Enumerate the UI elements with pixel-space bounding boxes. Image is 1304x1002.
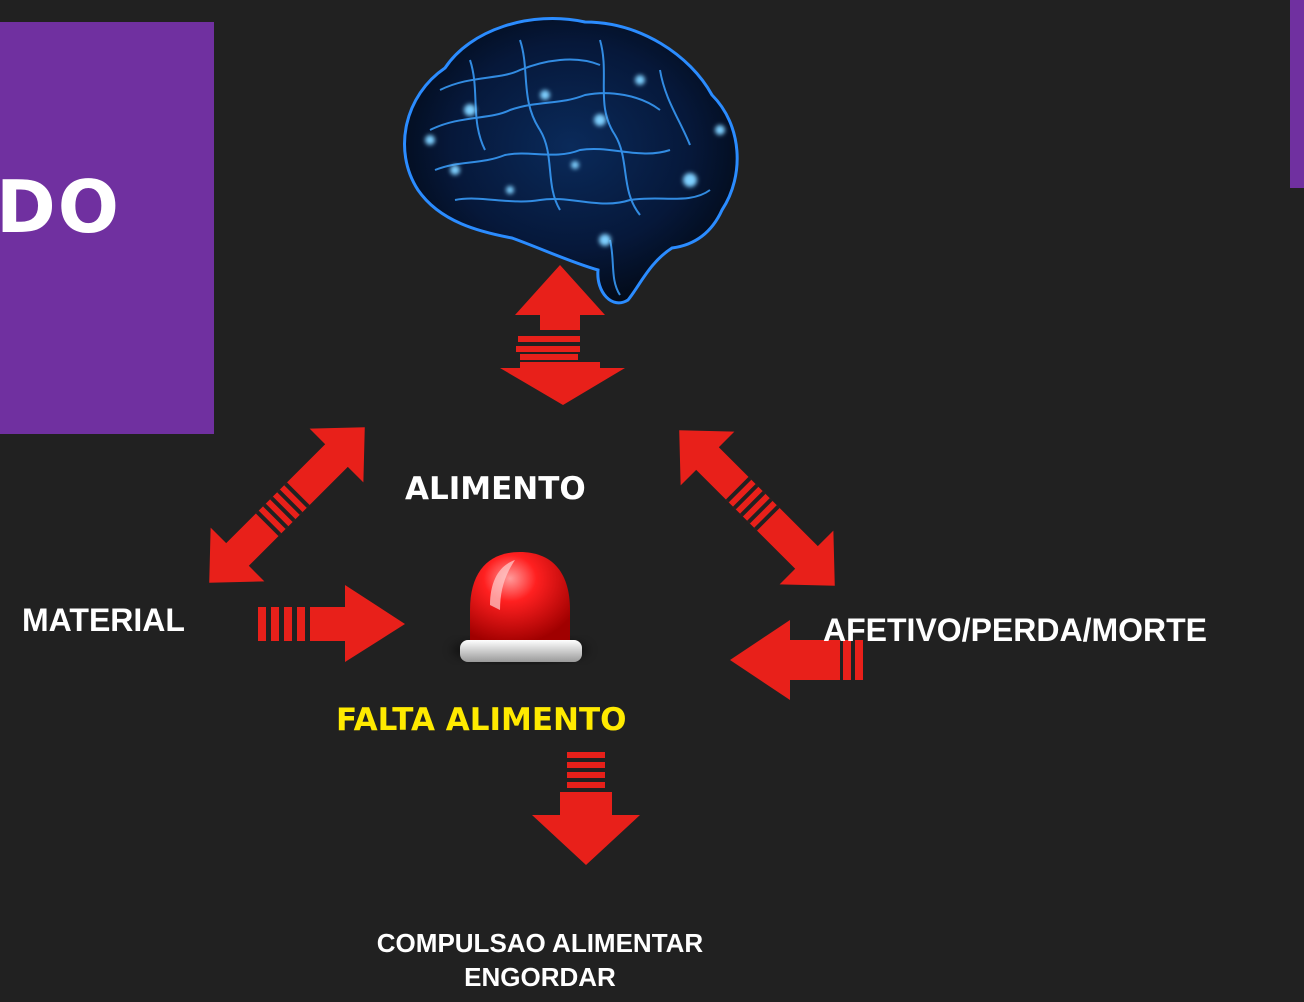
alarm-label-falta-alimento: FALTA ALIMENTO: [336, 702, 627, 738]
brain-icon: [403, 17, 739, 305]
title-panel-left: [0, 22, 214, 434]
title-panel-right: [1290, 0, 1304, 188]
center-label-alimento: ALIMENTO: [405, 471, 586, 507]
double-arrow-brain-alimento: [500, 265, 625, 405]
double-arrow-alimento-afetivo: [679, 430, 835, 586]
left-label-material: MATERIAL: [22, 602, 185, 638]
result-label-line2: ENGORDAR: [464, 962, 616, 992]
arrows: [209, 265, 863, 865]
slide-title-fragment: DO: [0, 165, 121, 249]
alarm-siren-icon: [452, 552, 588, 662]
result-label-line1: COMPULSAO ALIMENTAR: [376, 928, 704, 958]
double-arrow-alimento-material: [209, 427, 365, 583]
arrow-afetivo-to-alarm: [730, 620, 863, 700]
right-label-afetivo: AFETIVO/PERDA/MORTE: [823, 612, 1208, 648]
arrow-material-to-alarm: [258, 585, 405, 662]
arrow-falta-to-compulsao: [532, 752, 640, 865]
